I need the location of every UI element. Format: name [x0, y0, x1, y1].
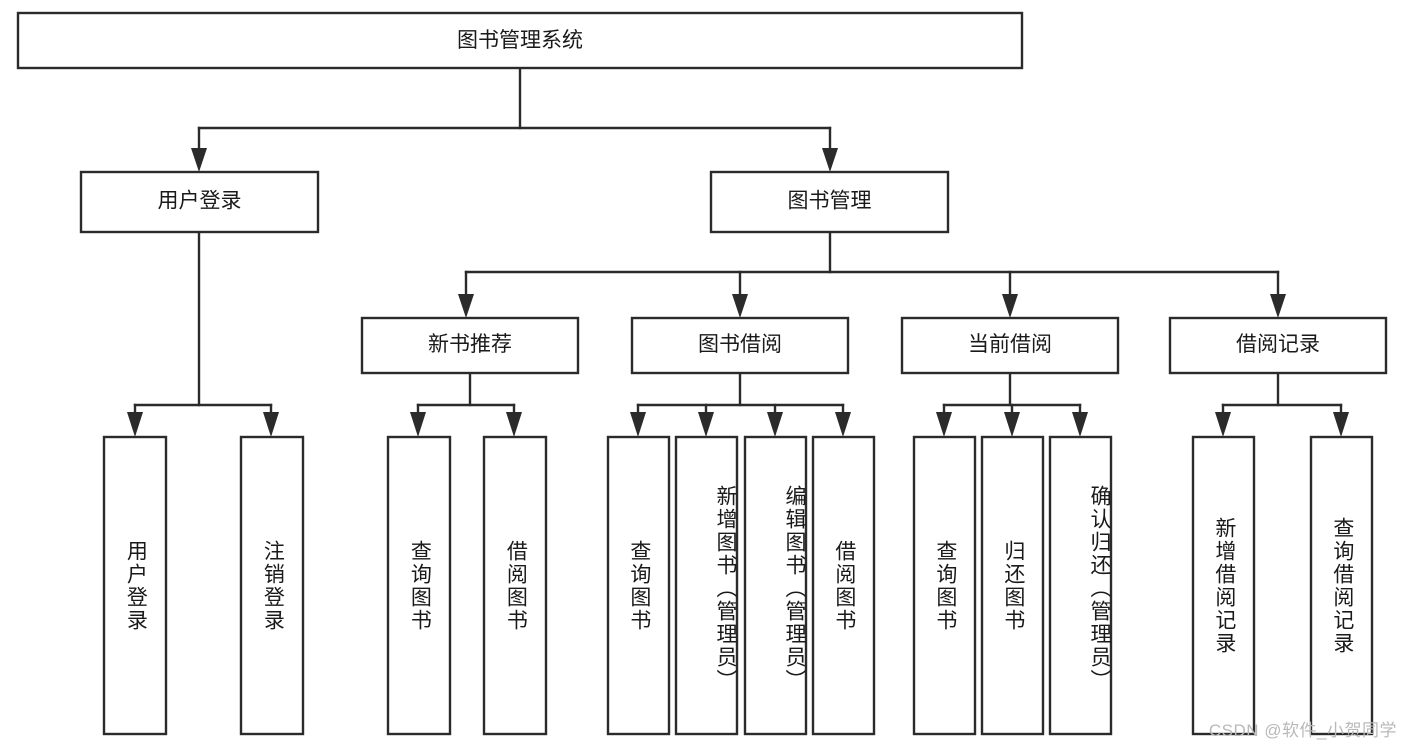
leaf-box-user-login[interactable]: [102, 435, 168, 736]
arrow-head-leaf-query-book-rec: [410, 412, 426, 437]
node-book-manage[interactable]: 图书管理: [709, 170, 950, 234]
arrow-head-leaf-return-book: [1004, 412, 1020, 437]
connector-userlogin-to-leaves: [127, 230, 279, 437]
node-book-borrow-label: 图书借阅: [698, 333, 782, 356]
node-root-label: 图书管理系统: [457, 29, 583, 52]
arrow-head-leaf-query-book-borrow: [630, 412, 646, 437]
connector-bookborrow-to-leaves: [630, 371, 851, 437]
node-current-borrow[interactable]: 当前借阅: [900, 316, 1120, 375]
connector-root-to-level2: [191, 66, 838, 172]
arrow-head-leaf-edit-book: [767, 412, 783, 437]
arrow-head-leaf-add-record: [1215, 412, 1231, 437]
node-current-borrow-label: 当前借阅: [968, 333, 1052, 356]
node-new-book-rec-label: 新书推荐: [428, 333, 512, 356]
leaf-box-query-book-borrow[interactable]: [606, 435, 671, 736]
arrow-head-leaf-logout: [263, 412, 279, 437]
arrow-head-leaf-query-record: [1333, 412, 1349, 437]
leaf-box-query-book-rec[interactable]: [386, 435, 452, 736]
node-borrow-record[interactable]: 借阅记录: [1168, 316, 1388, 375]
node-borrow-record-box[interactable]: [1168, 316, 1388, 375]
leaf-box-add-book[interactable]: [674, 435, 739, 736]
node-borrow-record-label: 借阅记录: [1236, 333, 1320, 356]
arrow-head-leaf-add-book: [698, 412, 714, 437]
arrow-head-leaf-confirm-return: [1072, 412, 1088, 437]
csdn-watermark: CSDN @软件_小贺同学: [1208, 721, 1397, 740]
leaf-box-borrow-book[interactable]: [811, 435, 876, 736]
node-root[interactable]: 图书管理系统: [16, 11, 1024, 70]
node-current-borrow-box[interactable]: [900, 316, 1120, 375]
leaf-box-add-record[interactable]: [1191, 435, 1256, 736]
arrow-head-book-borrow: [732, 294, 748, 318]
node-book-borrow[interactable]: 图书借阅: [630, 316, 850, 375]
node-new-book-rec[interactable]: 新书推荐: [360, 316, 580, 375]
leaf-box-query-book-cur[interactable]: [912, 435, 977, 736]
arrow-head-leaf-borrow-book: [835, 412, 851, 437]
leaf-box-edit-book[interactable]: [743, 435, 808, 736]
node-book-manage-box[interactable]: [709, 170, 950, 234]
arrow-head-leaf-query-book-cur: [936, 412, 952, 437]
node-book-borrow-box[interactable]: [630, 316, 850, 375]
node-new-book-rec-box[interactable]: [360, 316, 580, 375]
connector-borrowrecord-to-leaves: [1215, 371, 1349, 437]
leaf-box-query-record[interactable]: [1309, 435, 1374, 736]
arrow-head-user-login: [191, 148, 207, 172]
connector-newbookrec-to-leaves: [410, 371, 522, 437]
connector-currentborrow-to-leaves: [936, 371, 1088, 437]
leaf-box-borrow-book-rec[interactable]: [482, 435, 548, 736]
arrow-head-new-book-rec: [458, 294, 474, 318]
arrow-head-borrow-record: [1270, 294, 1286, 318]
arrow-head-leaf-user-login: [127, 412, 143, 437]
node-book-manage-label: 图书管理: [788, 190, 872, 213]
node-user-login-label: 用户登录: [158, 190, 242, 213]
arrow-head-current-borrow: [1002, 294, 1018, 318]
arrow-head-book-manage: [822, 148, 838, 172]
node-user-login[interactable]: 用户登录: [79, 170, 320, 234]
leaf-box-logout[interactable]: [239, 435, 305, 736]
node-user-login-box[interactable]: [79, 170, 320, 234]
connector-bookmanage-to-level3: [458, 230, 1286, 318]
leaf-box-confirm-return[interactable]: [1048, 435, 1113, 736]
leaf-box-return-book[interactable]: [980, 435, 1045, 736]
arrow-head-leaf-borrow-book-rec: [506, 412, 522, 437]
node-root-box[interactable]: [16, 11, 1024, 70]
